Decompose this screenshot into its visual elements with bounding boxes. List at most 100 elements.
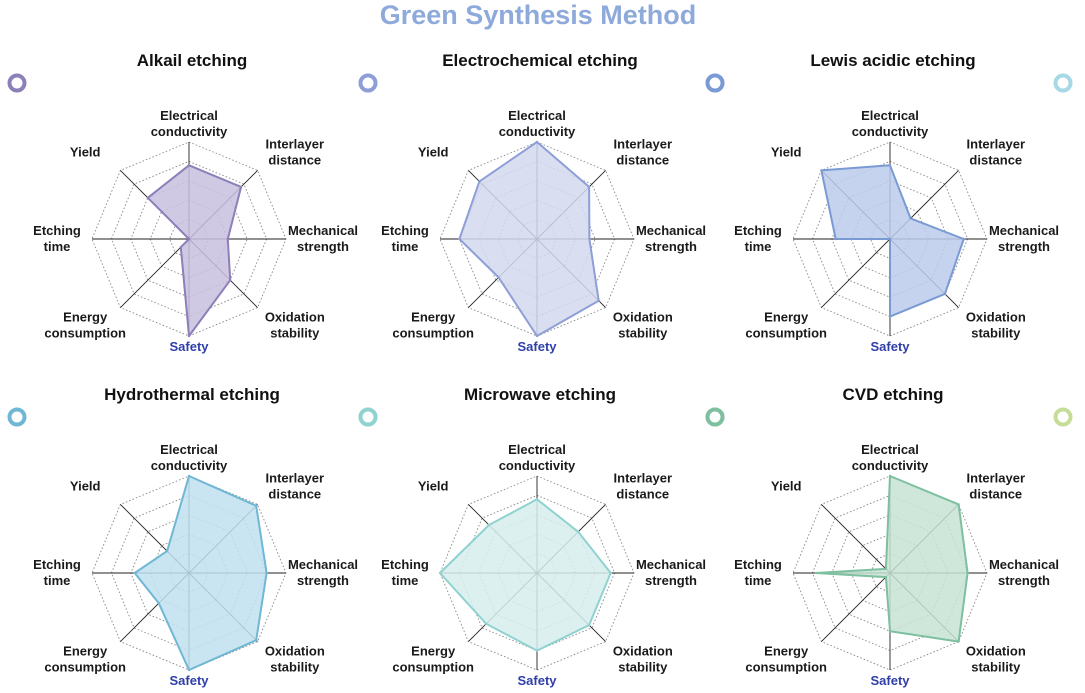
axis-label-safety: Safety bbox=[169, 673, 209, 688]
axis-label-yield: Yield bbox=[70, 478, 101, 493]
axis-label-line: time bbox=[392, 573, 419, 588]
axis-label-line: Electrical bbox=[861, 442, 919, 457]
data-point-interlayer-distance bbox=[957, 503, 960, 506]
data-point-oxidation-stability bbox=[957, 640, 960, 643]
axis-label-yield: Yield bbox=[771, 478, 802, 493]
axis-label-line: Interlayer bbox=[266, 470, 325, 485]
data-point-electrical-conductivity bbox=[187, 164, 191, 167]
axis-label-line: Etching bbox=[381, 223, 429, 238]
axis-label-yield: Yield bbox=[70, 144, 101, 159]
axis-label-line: Interlayer bbox=[614, 470, 673, 485]
axis-label-line: Energy bbox=[63, 310, 108, 325]
axis-label-line: Electrical bbox=[508, 108, 566, 123]
data-point-yield bbox=[487, 523, 491, 527]
axis-label-line: Interlayer bbox=[614, 136, 673, 151]
axis-label-line: Oxidation bbox=[265, 310, 325, 325]
axis-label-yield: Yield bbox=[771, 144, 802, 159]
axis-label-line: Mechanical bbox=[636, 223, 706, 238]
axis-label-line: Yield bbox=[70, 478, 101, 493]
data-point-interlayer-distance bbox=[587, 185, 591, 189]
data-point-oxidation-stability bbox=[255, 639, 258, 642]
data-point-oxidation-stability bbox=[229, 279, 232, 282]
axis-label-line: Safety bbox=[169, 339, 209, 354]
axis-label-line: Oxidation bbox=[966, 644, 1026, 659]
data-point-yield bbox=[884, 567, 888, 571]
axis-label-line: time bbox=[44, 239, 71, 254]
axis-label-line: Safety bbox=[169, 673, 209, 688]
axis-label-line: stability bbox=[971, 660, 1021, 675]
axis-label-line: Mechanical bbox=[636, 557, 706, 572]
panel-title: Lewis acidic etching bbox=[810, 51, 975, 70]
panel-title: CVD etching bbox=[842, 385, 943, 404]
axis-label-line: strength bbox=[297, 573, 349, 588]
axis-label-line: conductivity bbox=[151, 458, 228, 473]
axis-label-line: Etching bbox=[734, 223, 782, 238]
axis-label-line: stability bbox=[971, 326, 1021, 341]
axis-label-line: strength bbox=[645, 573, 697, 588]
axis-label-line: distance bbox=[969, 486, 1022, 501]
data-point-safety bbox=[187, 668, 191, 672]
axis-label-safety: Safety bbox=[517, 339, 557, 354]
series-area bbox=[820, 164, 965, 318]
data-point-energy-consumption bbox=[884, 575, 888, 579]
axis-label-line: Yield bbox=[418, 478, 449, 493]
axis-label-line: distance bbox=[969, 152, 1022, 167]
series-area bbox=[439, 498, 612, 652]
axis-label-line: distance bbox=[268, 486, 321, 501]
data-point-energy-consumption bbox=[157, 602, 160, 605]
data-point-mechanical-strength bbox=[962, 237, 965, 241]
header-line-right-cap bbox=[1053, 407, 1073, 427]
axis-label-line: conductivity bbox=[852, 124, 929, 139]
data-point-yield bbox=[820, 169, 823, 172]
series-area bbox=[815, 475, 969, 643]
data-point-safety bbox=[535, 334, 539, 338]
header-line-left-cap bbox=[358, 407, 378, 427]
axis-label-line: Energy bbox=[411, 644, 456, 659]
series-area bbox=[458, 141, 600, 337]
data-point-interlayer-distance bbox=[577, 530, 580, 533]
axis-label-safety: Safety bbox=[870, 673, 910, 688]
axis-label-line: time bbox=[745, 573, 772, 588]
axis-label-line: Safety bbox=[517, 673, 557, 688]
data-point-yield bbox=[146, 196, 149, 199]
axis-label-line: Yield bbox=[70, 144, 101, 159]
axis-label-line: time bbox=[745, 239, 772, 254]
header-line-left-cap bbox=[358, 73, 378, 93]
axis-label-line: consumption bbox=[745, 660, 827, 675]
panel-title: Hydrothermal etching bbox=[104, 385, 280, 404]
axis-label-line: Mechanical bbox=[288, 557, 358, 572]
axis-label-line: Interlayer bbox=[266, 136, 325, 151]
axis-label-line: Mechanical bbox=[989, 223, 1059, 238]
axis-label-line: Electrical bbox=[508, 442, 566, 457]
data-point-electrical-conductivity bbox=[187, 474, 191, 478]
data-point-mechanical-strength bbox=[588, 237, 591, 241]
data-point-etching-time bbox=[133, 571, 136, 575]
axis-label-line: strength bbox=[297, 239, 349, 254]
axis-label-line: Yield bbox=[771, 144, 802, 159]
data-point-mechanical-strength bbox=[226, 237, 229, 241]
axis-label-safety: Safety bbox=[169, 339, 209, 354]
axis-label-line: Oxidation bbox=[613, 310, 673, 325]
